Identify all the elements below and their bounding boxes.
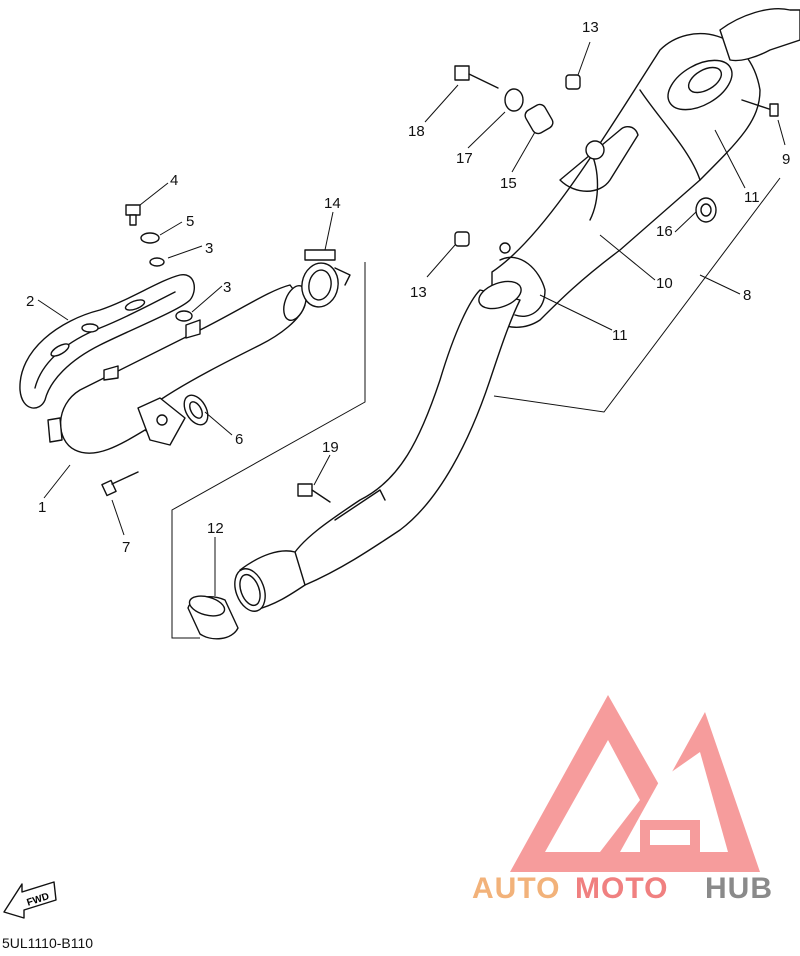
bolt-9: [741, 99, 779, 117]
callout-5: 5: [186, 213, 194, 230]
washer-3-upper: [149, 257, 165, 267]
watermark-moto: MOTO: [575, 872, 668, 905]
nut-13-lower: [454, 231, 470, 247]
callout-2: 2: [26, 293, 34, 310]
callout-10: 10: [656, 275, 673, 292]
assembly-outline-left: [171, 262, 366, 639]
header-pipe: [47, 284, 307, 454]
nut-13-upper: [565, 74, 581, 90]
bolt-7: [101, 471, 139, 497]
diagram-code: 5UL1110-B110: [2, 935, 93, 951]
bolt-4: [125, 204, 141, 226]
clamp-14: [301, 249, 351, 308]
watermark-auto: AUTO: [472, 872, 560, 905]
bolt-18: [454, 65, 499, 89]
heat-protector: [19, 274, 196, 409]
collar-15: [524, 103, 554, 135]
washer-3-lower: [175, 310, 193, 322]
callout-19: 19: [322, 439, 339, 456]
assembly-outline-right: [493, 177, 781, 413]
callout-15: 15: [500, 175, 517, 192]
callout-6: 6: [235, 431, 243, 448]
callout-18: 18: [408, 123, 425, 140]
fwd-arrow-icon: FWD: [3, 881, 57, 919]
washer-17: [504, 88, 524, 112]
nut-5: [140, 232, 160, 244]
callout-16: 16: [656, 223, 673, 240]
connector-ring: [187, 595, 239, 640]
bolt-19: [297, 483, 331, 503]
callout-17: 17: [456, 150, 473, 167]
callout-11-upper: 11: [744, 189, 760, 206]
callout-3-lower: 3: [223, 279, 231, 296]
callout-13-lower: 13: [410, 284, 427, 301]
callout-4: 4: [170, 172, 178, 189]
callout-13-upper: 13: [582, 19, 599, 36]
watermark-hub: HUB: [705, 872, 773, 905]
callout-12: 12: [207, 520, 224, 537]
exhaust-mid-pipe: [289, 280, 522, 586]
muffler: [491, 8, 800, 328]
callout-9: 9: [782, 151, 790, 168]
callout-1: 1: [38, 499, 46, 516]
grommet-16: [695, 197, 717, 223]
gasket-6: [183, 394, 209, 426]
callout-3-upper: 3: [205, 240, 213, 257]
callout-11-lower: 11: [612, 327, 628, 344]
callout-7: 7: [122, 539, 130, 556]
link-pipe-end: [234, 550, 306, 612]
callouts: 1 2 3 3 4 5 6 7 8 9 10 11 11 12 13 13 14…: [26, 19, 790, 556]
watermark-text: AUTO MOTO HUB: [472, 872, 773, 905]
callout-8: 8: [743, 287, 751, 304]
leader-lines: [37, 41, 786, 596]
callout-14: 14: [324, 195, 341, 212]
watermark-logo: [510, 695, 760, 872]
